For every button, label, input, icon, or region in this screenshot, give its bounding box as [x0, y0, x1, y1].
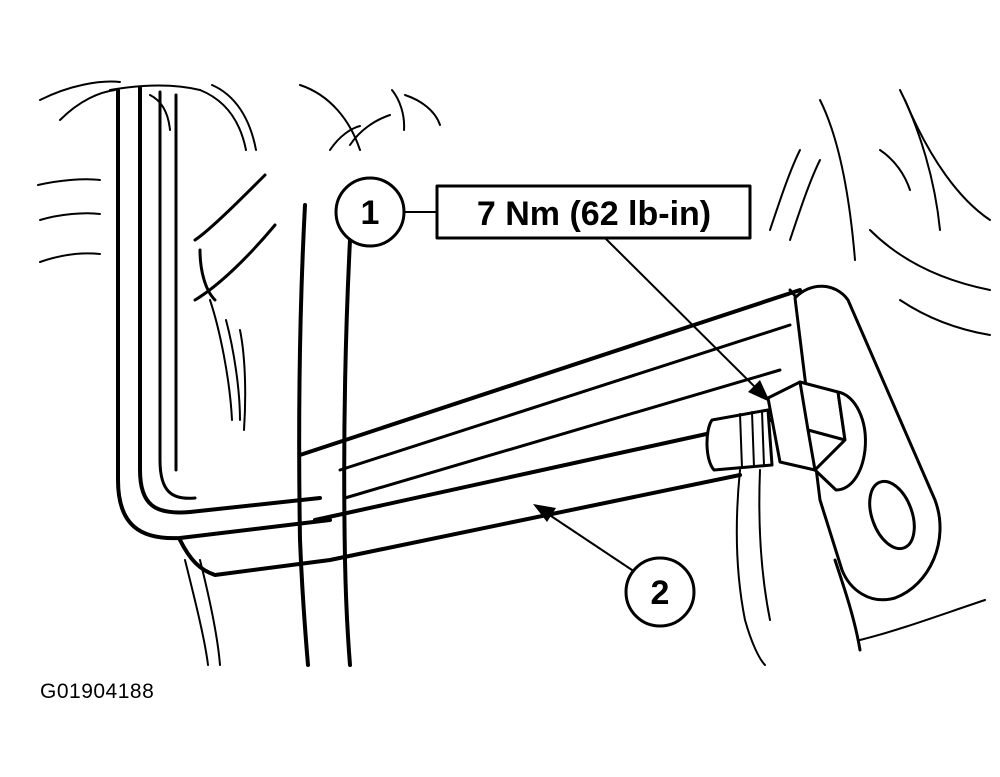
callout-2-leader [544, 511, 633, 571]
callout-1-circle [334, 176, 406, 248]
callout-1-arrowhead [748, 380, 770, 402]
background-structure [37, 80, 441, 666]
callout-1: 1 7 Nm (62 lb-in) [334, 176, 752, 248]
torque-spec-text: 7 Nm (62 lb-in) [477, 195, 711, 233]
leader-lines [404, 211, 770, 571]
right-structure [735, 89, 991, 666]
callout-2-number: 2 [651, 574, 670, 612]
bar-part [178, 288, 810, 577]
torque-spec-box [435, 184, 752, 240]
bolt-part [705, 380, 867, 492]
figure-id: G01904188 [40, 680, 155, 703]
callout-1-leader [604, 237, 761, 393]
mounting-bracket [793, 284, 942, 652]
callout-1-number: 1 [361, 194, 380, 232]
callout-2-circle [624, 556, 696, 628]
callout-2-arrowhead [533, 504, 556, 522]
callout-2: 2 [624, 556, 696, 628]
pipe-bracket [116, 86, 332, 541]
